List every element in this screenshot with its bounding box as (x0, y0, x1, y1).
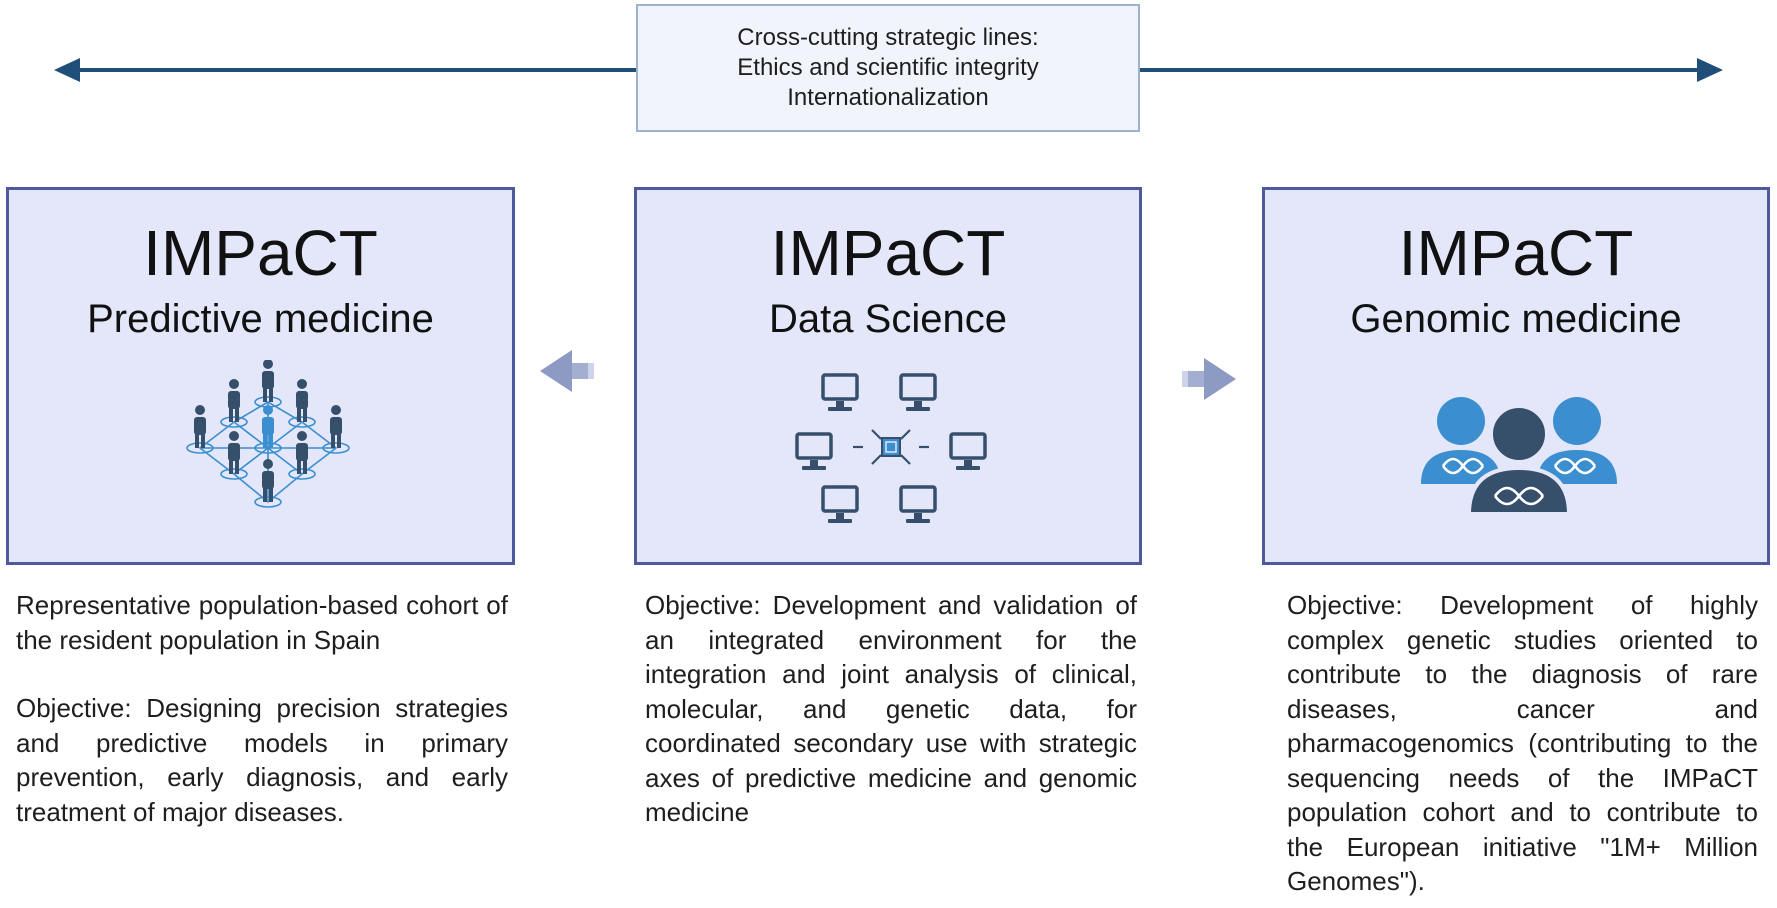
objective-text: Objective: Development and validation of… (645, 590, 1137, 827)
panel-subtitle: Predictive medicine (87, 297, 434, 341)
cohort-text: Representative population-based cohort o… (16, 590, 508, 655)
panel-brand: IMPaCT (143, 217, 378, 289)
right-arrow-icon (1182, 358, 1236, 400)
people-dna-icon (1421, 397, 1617, 516)
cross-cutting-title: Cross-cutting strategic lines: (737, 24, 1039, 51)
genomic-medicine-description: Objective: Development of highly complex… (1287, 588, 1758, 899)
panel-brand: IMPaCT (770, 217, 1006, 289)
predictive-medicine-description: Representative population-based cohort o… (16, 588, 508, 829)
left-arrow-icon (540, 350, 594, 392)
objective-text: Objective: Designing precision strategie… (16, 693, 508, 827)
panel-data-science: IMPaCT Data Science (634, 187, 1142, 565)
objective-text: Objective: Development of highly complex… (1287, 590, 1758, 896)
panel-predictive-medicine: IMPaCT Predictive medicine (6, 187, 515, 565)
panel-subtitle: Genomic medicine (1350, 297, 1682, 341)
computer-network-icon (795, 373, 987, 523)
panel-genomic-medicine: IMPaCT Genomic medicine (1262, 187, 1770, 565)
cross-cutting-ethics: Ethics and scientific integrity (737, 54, 1039, 81)
cross-cutting-internationalization: Internationalization (787, 84, 989, 111)
panel-subtitle: Data Science (769, 297, 1007, 341)
data-science-description: Objective: Development and validation of… (645, 588, 1137, 830)
population-network-icon (186, 360, 350, 508)
cross-cutting-box: Cross-cutting strategic lines: Ethics an… (636, 4, 1140, 132)
panel-brand: IMPaCT (1398, 217, 1634, 289)
